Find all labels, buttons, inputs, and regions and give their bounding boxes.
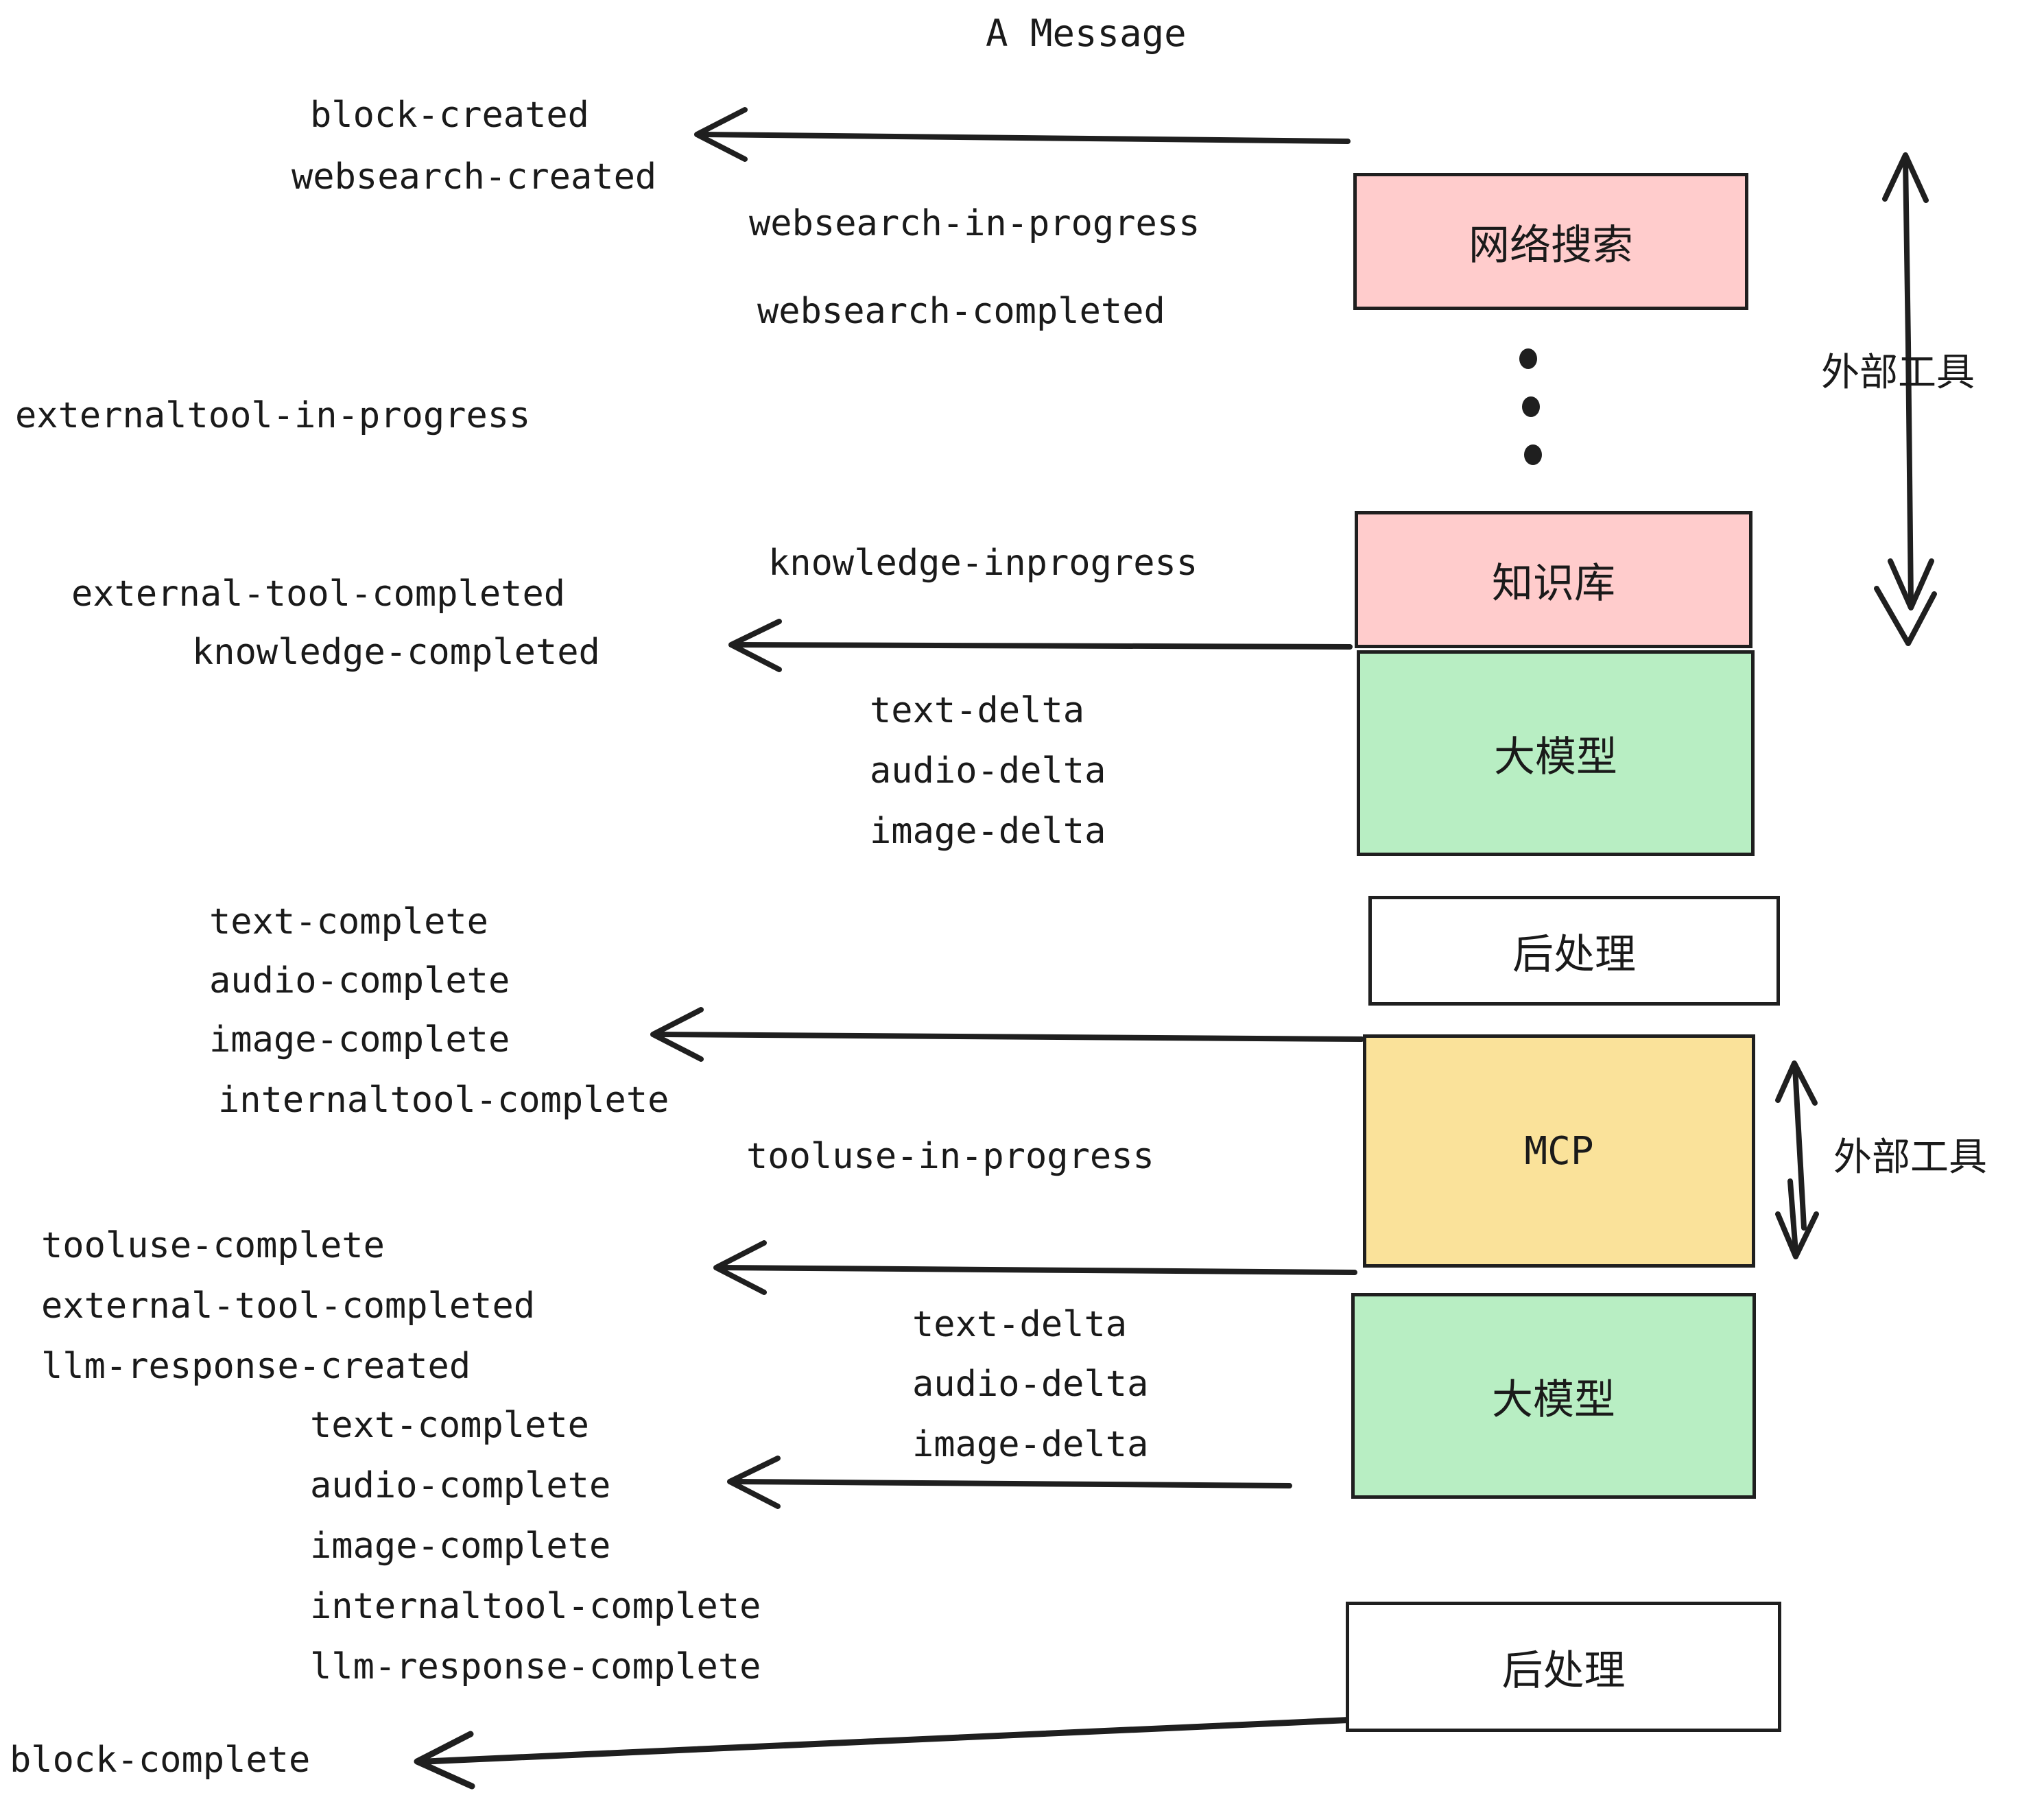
node-label-postprocess-1: 后处理 [1512,930,1636,979]
ellipsis-dot-1 [1519,348,1537,369]
arrow-postprocess-to-block-complete [414,1716,1375,1790]
event-label-internaltool-complete-1: internaltool-complete [218,1080,669,1121]
event-label-external-tool-completed-1: external-tool-completed [71,573,566,615]
node-box-postprocess-1[interactable]: 后处理 [1368,896,1780,1006]
event-label-llm-response-created: llm-response-created [41,1346,471,1387]
node-box-llm-2[interactable]: 大模型 [1351,1293,1756,1499]
side-label-external-tools-top: 外部工具 [1821,351,1975,395]
event-label-tooluse-in-progress: tooluse-in-progress [746,1136,1154,1177]
ellipsis-dot-2 [1522,396,1540,417]
arrow-mcp-to-tooluse-complete [713,1240,1357,1295]
node-box-llm-1[interactable]: 大模型 [1357,650,1755,856]
event-label-text-delta-1: text-delta [870,690,1085,731]
event-label-external-tool-completed-2: external-tool-completed [41,1285,536,1327]
external-tools-top-double-arrow [1874,152,1937,646]
event-label-audio-complete-2: audio-complete [310,1465,611,1506]
arrow-knowledge-to-knowledge-completed [728,619,1353,672]
event-label-knowledge-completed: knowledge-completed [192,632,600,673]
event-label-internaltool-complete-2: internaltool-complete [310,1586,761,1627]
event-label-websearch-in-progress: websearch-in-progress [749,203,1200,244]
arrow-llm-to-audio-complete [727,1456,1292,1509]
node-label-knowledge: 知识库 [1492,559,1615,608]
event-label-knowledge-inprogress: knowledge-inprogress [768,543,1198,584]
external-tools-bottom-double-arrow [1775,1060,1819,1259]
arrow-websearch-to-block-created [694,107,1351,162]
event-label-llm-response-complete: llm-response-complete [310,1646,761,1687]
node-label-llm-2: 大模型 [1492,1375,1615,1424]
node-box-knowledge[interactable]: 知识库 [1355,511,1752,648]
event-label-websearch-completed: websearch-completed [757,291,1165,332]
event-label-tooluse-complete: tooluse-complete [41,1225,385,1266]
node-box-websearch[interactable]: 网络搜索 [1353,173,1748,310]
event-label-audio-delta-1: audio-delta [870,750,1106,792]
event-label-image-delta-2: image-delta [912,1424,1149,1465]
event-label-text-complete-2: text-complete [310,1405,589,1446]
event-label-block-complete: block-complete [10,1740,311,1781]
node-label-llm-1: 大模型 [1494,733,1617,781]
node-label-mcp: MCP [1524,1128,1594,1174]
side-label-external-tools-bottom: 外部工具 [1833,1135,1987,1180]
event-label-audio-complete-1: audio-complete [209,960,510,1001]
event-label-image-delta-1: image-delta [870,811,1106,852]
event-label-audio-delta-2: audio-delta [912,1364,1149,1405]
event-label-websearch-created: websearch-created [292,156,657,198]
event-label-image-complete-2: image-complete [310,1526,611,1567]
event-label-externaltool-in-progress: externaltool-in-progress [15,395,531,436]
node-box-postprocess-2[interactable]: 后处理 [1346,1602,1781,1732]
event-label-image-complete-1: image-complete [209,1019,510,1060]
event-label-text-delta-2: text-delta [912,1304,1128,1345]
ellipsis-dot-3 [1524,444,1542,465]
event-label-block-created: block-created [310,95,589,136]
arrow-postprocess-to-image-complete [650,1007,1364,1062]
event-label-text-complete-1: text-complete [209,901,488,942]
node-label-websearch: 网络搜索 [1469,221,1633,270]
node-label-postprocess-2: 后处理 [1501,1646,1626,1695]
page-title: A Message [986,12,1187,55]
node-box-mcp[interactable]: MCP [1363,1034,1755,1268]
